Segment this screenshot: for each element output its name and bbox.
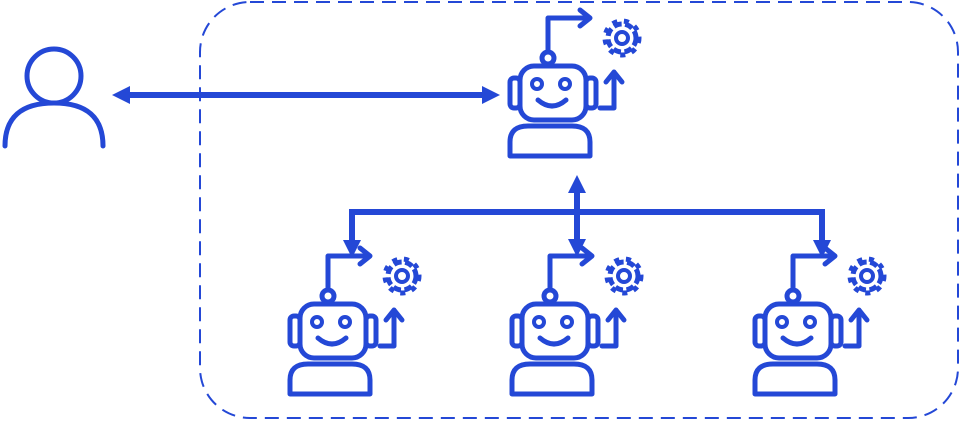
worker-robot-icon-3 <box>755 248 884 394</box>
user-icon <box>2 46 106 149</box>
orchestrator-robot-icon <box>510 10 639 156</box>
orchestrator-workers-arrows <box>343 175 831 258</box>
worker-robot-icon-2 <box>512 248 641 394</box>
worker-robot-icon-1 <box>290 248 419 394</box>
system-boundary <box>199 1 959 419</box>
user-orchestrator-arrow <box>112 86 500 104</box>
